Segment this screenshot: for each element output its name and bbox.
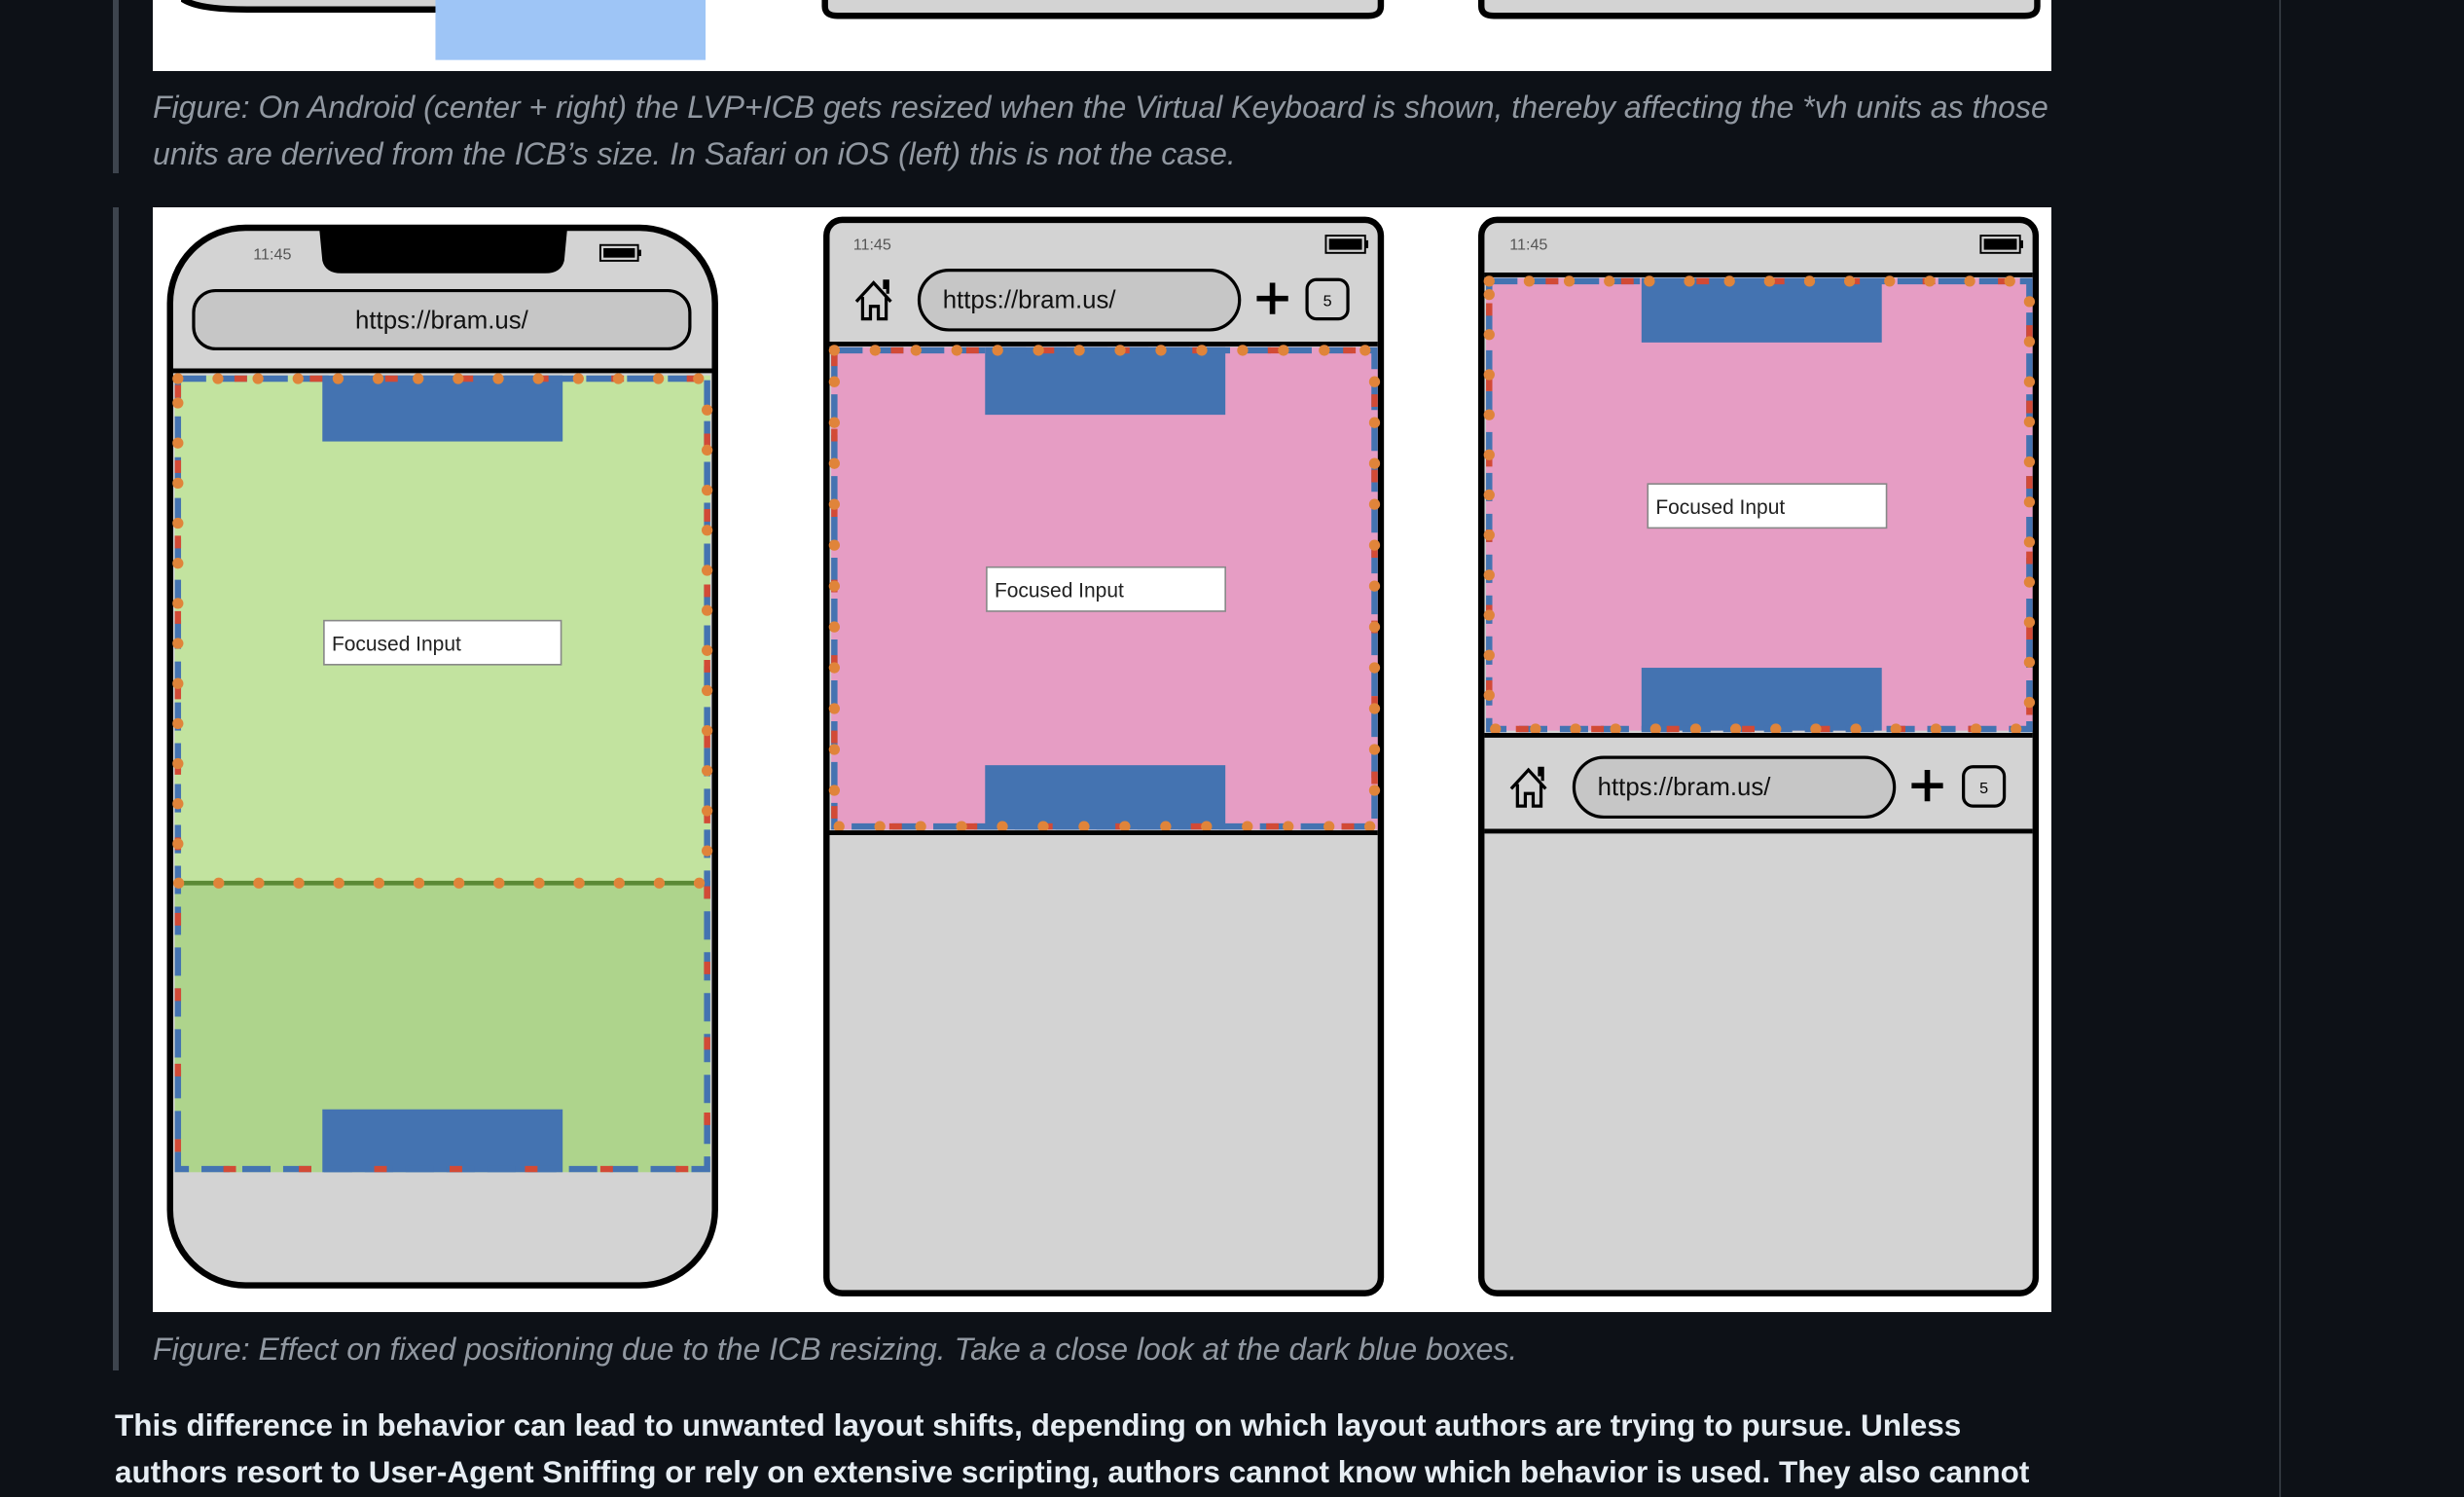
battery-icon [1979,235,2023,254]
fixed-top-box [985,347,1226,416]
focused-input [323,619,562,666]
fixed-top-box [322,375,563,442]
home-icon [1509,766,1547,808]
url-text: https://bram.us/ [355,307,529,334]
battery-icon [598,243,641,262]
focused-input [986,566,1226,612]
figure-1-image [153,0,2051,71]
figure-2-caption: Figure: Effect on fixed positioning due … [153,1332,1518,1367]
status-time: 11:45 [253,245,291,263]
android-mockup-bottom-toolbar: 11:45 Focused Input https://bram.us/ 5 [1477,216,2040,1296]
battery-icon [1324,235,1369,254]
tabs-button [1962,765,2007,808]
figure-1-caption: Figure: On Android (center + right) the … [153,90,2048,171]
plus-icon [1911,769,1943,802]
svg-text:Focused Input: Focused Input [1655,496,1785,519]
phone-bottom-edge [821,0,1385,19]
svg-text:Focused Input: Focused Input [995,579,1124,602]
svg-text:5: 5 [1979,780,1988,797]
url-bar [192,288,692,350]
keyboard-area [435,0,707,60]
status-time: 11:45 [1509,237,1547,254]
notch [319,227,568,274]
figure-2-image: 11:45 https://bram.us/ Focused Input 1 [153,207,2051,1312]
body-paragraph: This difference in behavior can lead to … [115,1407,2030,1489]
android-mockup-top-toolbar: 11:45 https://bram.us/ 5 Focused Input [823,216,1385,1296]
blockquote-border [113,207,119,1370]
blockquote-border [113,0,119,173]
url-bar [1572,755,1897,820]
status-time: 11:45 [853,237,891,254]
plus-icon [1256,282,1288,314]
svg-text:Focused Input: Focused Input [332,633,461,655]
fixed-bottom-box [1641,668,1882,731]
url-text: https://bram.us/ [943,286,1117,313]
iphone-mockup: 11:45 https://bram.us/ Focused Input [166,224,718,1289]
focused-input [1647,483,1888,529]
url-bar [917,268,1242,332]
home-icon [854,279,892,321]
url-text: https://bram.us/ [1598,774,1772,801]
content-divider [2279,0,2281,1497]
svg-text:5: 5 [1323,293,1332,310]
fixed-top-box [1641,277,1882,343]
tabs-button [1305,277,1350,321]
phone-bottom-edge [1477,0,2041,19]
fixed-bottom-box [322,1109,563,1173]
fixed-bottom-box [985,765,1226,830]
